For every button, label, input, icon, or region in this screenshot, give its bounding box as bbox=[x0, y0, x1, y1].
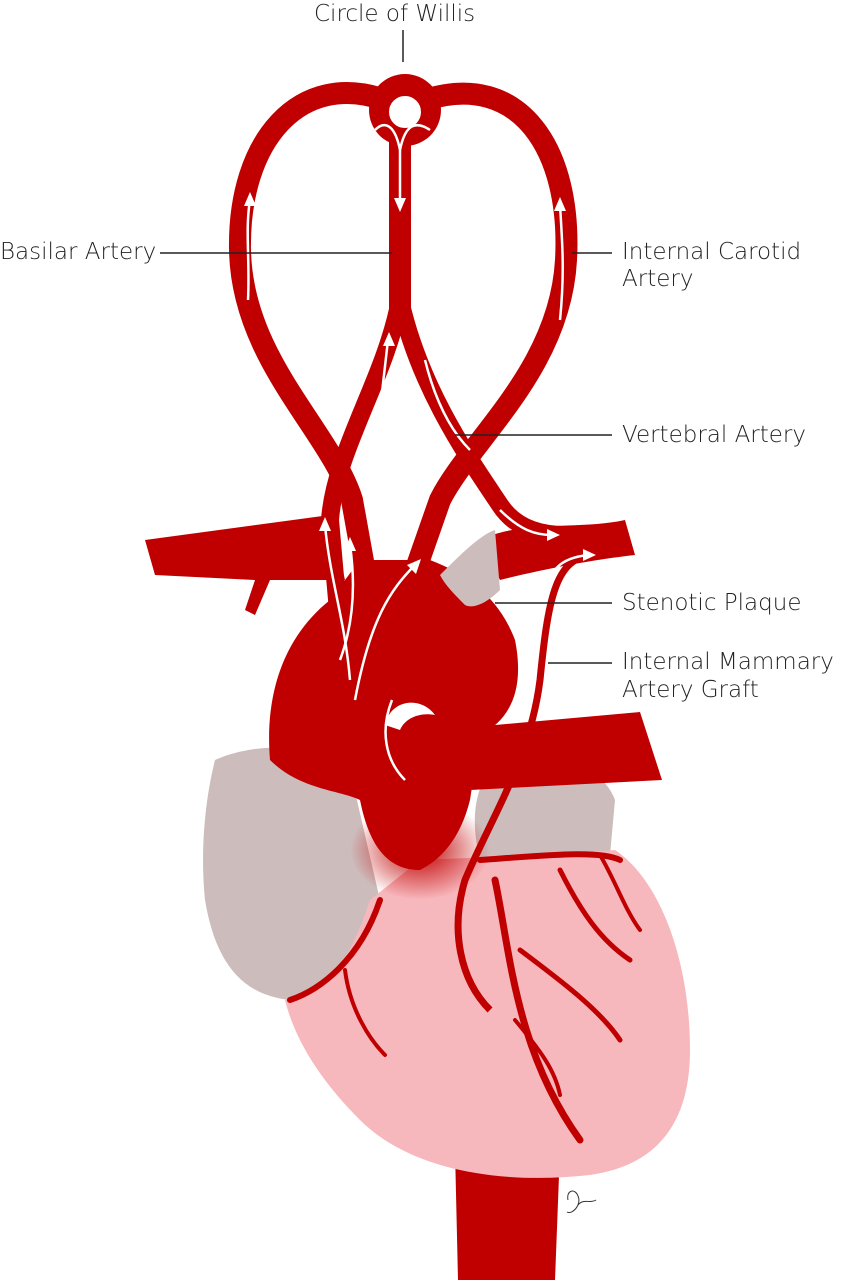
arch-notch bbox=[385, 702, 435, 730]
right-atrium bbox=[203, 747, 380, 1000]
label-internal-mammary-line2: Artery Graft bbox=[622, 677, 759, 703]
left-vertebral-artery bbox=[320, 298, 409, 691]
right-internal-carotid-artery bbox=[394, 82, 578, 604]
artist-signature bbox=[566, 1190, 597, 1214]
label-circle-of-willis: Circle of Willis bbox=[314, 1, 476, 27]
circle-of-willis-lumen bbox=[387, 94, 423, 130]
coronary-arteries bbox=[287, 851, 642, 1144]
stenotic-plaque bbox=[440, 530, 500, 607]
label-internal-carotid-line1: Internal Carotid bbox=[622, 239, 802, 265]
flow-arrows bbox=[246, 124, 589, 781]
label-stenotic-plaque: Stenotic Plaque bbox=[622, 590, 802, 616]
label-internal-carotid-line2: Artery bbox=[622, 266, 694, 292]
label-internal-mammary-line1: Internal Mammary bbox=[622, 649, 834, 675]
arrowheads bbox=[244, 192, 596, 574]
leader-lines bbox=[160, 30, 612, 664]
descending-aorta bbox=[455, 1150, 560, 1280]
internal-mammary-artery-graft bbox=[454, 551, 591, 1013]
aortic-root-gradient bbox=[350, 800, 490, 900]
label-basilar-artery: Basilar Artery bbox=[0, 239, 157, 265]
left-subclavian-artery bbox=[145, 515, 345, 615]
left-internal-carotid-artery bbox=[228, 82, 389, 602]
heart-ventricles bbox=[285, 850, 690, 1178]
right-vertebral-artery bbox=[391, 298, 566, 544]
label-vertebral-artery: Vertebral Artery bbox=[622, 422, 806, 448]
right-subclavian-artery bbox=[480, 520, 635, 580]
pulmonary-artery bbox=[440, 712, 662, 790]
